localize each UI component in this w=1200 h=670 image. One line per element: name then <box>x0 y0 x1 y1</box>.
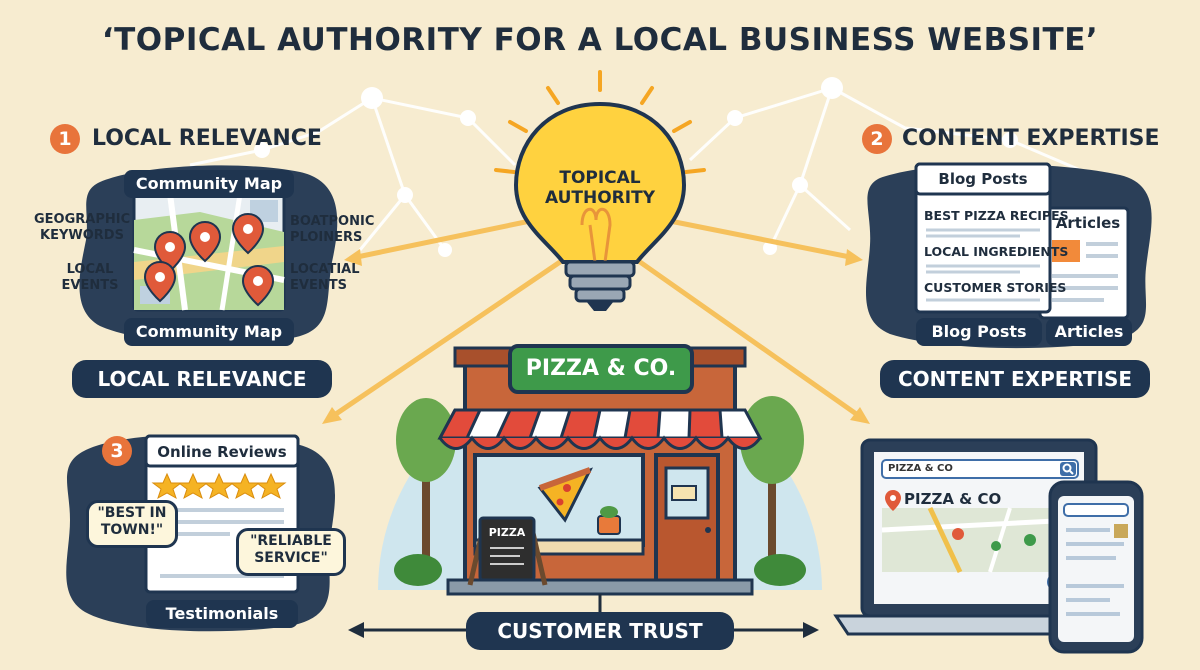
phone-icon <box>1048 480 1144 654</box>
blog-posts-doc <box>914 162 1052 314</box>
star-icon <box>151 472 287 500</box>
map-title-bottom: Community Map <box>124 318 294 346</box>
testimonials-tag: Testimonials <box>146 600 298 628</box>
network-nodes <box>254 77 1018 257</box>
geographic-keywords-label: GEOGRAPHIC KEYWORDS <box>34 212 131 243</box>
page-title: ‘TOPICAL AUTHORITY FOR A LOCAL BUSINESS … <box>101 22 1099 58</box>
store-awning <box>437 408 763 450</box>
local-events-label: LOCAL EVENTS <box>61 262 119 293</box>
blog-item-1: BEST PIZZA RECIPES <box>924 208 1069 223</box>
sandwich-board-label: PIZZA <box>488 526 526 539</box>
bulb-label-line-2: AUTHORITY <box>544 188 656 208</box>
local-relevance-banner: LOCAL RELEVANCE <box>72 360 332 398</box>
map-title-top: Community Map <box>124 170 294 198</box>
step-number-1: 1 <box>50 124 80 154</box>
blog-item-3: CUSTOMER STORIES <box>924 280 1067 295</box>
step-number-2: 2 <box>862 124 892 154</box>
articles-tag: Articles <box>1046 318 1132 346</box>
trees <box>394 396 806 586</box>
result-pin-icon <box>885 490 901 511</box>
articles-title: Articles <box>1055 214 1121 232</box>
quote-best-in-town: "BEST IN TOWN!" <box>86 500 178 548</box>
bulb-label-line-1: TOPICAL <box>559 168 641 188</box>
online-reviews-title: Online Reviews <box>157 443 287 461</box>
search-query: PIZZA & CO <box>888 463 953 474</box>
arrow-heads <box>322 249 870 424</box>
search-result-name: PIZZA & CO <box>904 490 1002 508</box>
store-sign: PIZZA & CO. <box>525 356 677 381</box>
quote-reliable-service: "RELIABLE SERVICE" <box>236 528 346 576</box>
local-relevance-heading: LOCAL RELEVANCE <box>92 126 322 151</box>
sandwich-board <box>467 516 548 586</box>
authority-arrows <box>327 217 865 421</box>
pizza-slice-icon <box>537 467 594 523</box>
search-icon <box>1062 463 1074 475</box>
content-expertise-heading: CONTENT EXPERTISE <box>902 126 1160 151</box>
locatial-events-label: LOCATIAL EVENTS <box>290 262 360 293</box>
map-pin-icon <box>143 212 275 307</box>
customer-trust-banner: CUSTOMER TRUST <box>466 612 734 650</box>
bulb-rays <box>494 70 706 174</box>
articles-doc <box>1038 206 1130 320</box>
arrow-heads-trust <box>348 622 819 638</box>
boatponic-ploiners-label: BOATPONIC PLOINERS <box>290 214 375 245</box>
lightbulb-icon <box>513 101 687 311</box>
cup-plant-icon <box>597 506 621 535</box>
store-sign-board <box>508 344 694 394</box>
content-expertise-banner: CONTENT EXPERTISE <box>880 360 1150 398</box>
blog-item-2: LOCAL INGREDIENTS <box>924 244 1069 259</box>
step-number-3: 3 <box>102 436 132 466</box>
blog-posts-tag: Blog Posts <box>916 318 1042 346</box>
blog-posts-title: Blog Posts <box>938 170 1028 188</box>
